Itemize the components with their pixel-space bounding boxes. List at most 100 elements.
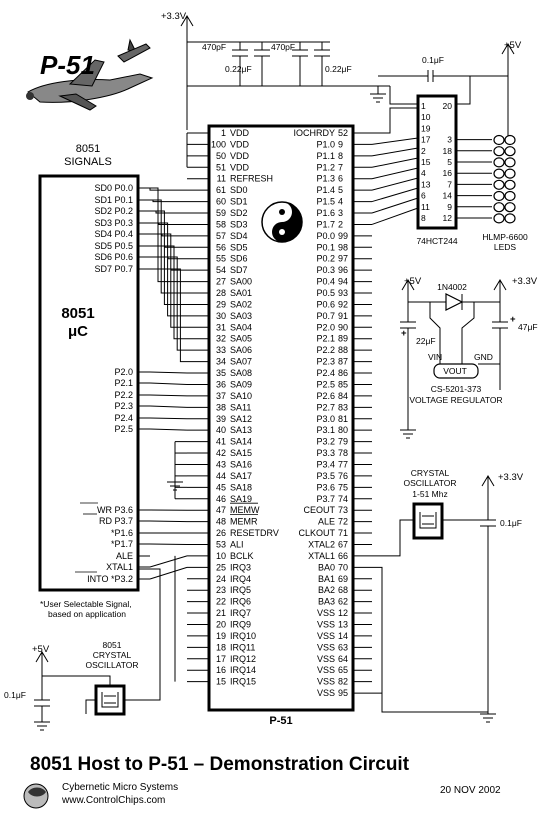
buffer-right-pin: 3 — [447, 135, 452, 145]
rail-5v-left-label: +5V — [32, 644, 50, 655]
mcu-port0-pin: SD3 P0.3 — [94, 218, 133, 228]
p51-left-pin-number: 58 — [216, 219, 226, 229]
buffer-left-pin: 19 — [421, 123, 431, 133]
p51-right-pin-number: 12 — [338, 608, 348, 618]
p51-right-pin-number: 8 — [338, 151, 343, 161]
p51-left-pin-number: 25 — [216, 562, 226, 572]
mcu-port2-pin: P2.3 — [114, 401, 133, 411]
p51-right-pin-name: P2.1 — [316, 334, 335, 344]
led-icon — [493, 213, 505, 224]
p51-right-pin-number: 74 — [338, 494, 348, 504]
p51-left-pin-number: 47 — [216, 505, 226, 515]
p51-right-pin-number: 95 — [338, 688, 348, 698]
p51-right-pin-name: P1.4 — [316, 185, 335, 195]
p51-right-pin-name: BA2 — [318, 585, 335, 595]
p51-left-pin-number: 57 — [216, 231, 226, 241]
p51-right-pin-number: 78 — [338, 448, 348, 458]
p51-right-pin-name: P0.4 — [316, 277, 335, 287]
p51-right-pin-number: 86 — [338, 368, 348, 378]
p51-left-pin-number: 55 — [216, 254, 226, 264]
led-icon — [493, 190, 505, 202]
p51-left-pin-number: 59 — [216, 208, 226, 218]
p51-right-pin-name: VSS — [317, 688, 335, 698]
p51-right-pin-name: P3.1 — [316, 425, 335, 435]
address-high-wire — [149, 417, 188, 420]
vout-label: VOUT — [443, 366, 467, 376]
p51-left-pin-name: MEMR — [230, 517, 258, 527]
p51-left-pin-name: IRQ6 — [230, 597, 251, 607]
p51-right-pin-number: 99 — [338, 231, 348, 241]
p51-right-pin-number: 80 — [338, 425, 348, 435]
top-right-supply: 0.1μF +5V — [378, 40, 522, 138]
xtal-r-line1: CRYSTAL — [411, 468, 450, 478]
led-icon — [504, 134, 516, 146]
p51-right-pin-number: 84 — [338, 391, 348, 401]
address-low-wire — [150, 245, 187, 340]
p51-right-pin-name: P2.4 — [316, 368, 335, 378]
address-high-wire — [149, 382, 188, 385]
p51-right-pin-name: P0.7 — [316, 311, 335, 321]
p51-left-pin-number: 27 — [216, 277, 226, 287]
p51-right-pin-number: 4 — [338, 197, 343, 207]
port1-buffer-wire — [371, 137, 419, 145]
p51-left-pin-name: VDD — [230, 151, 250, 161]
p51-left-pin-number: 22 — [216, 597, 226, 607]
p51-left-pin-number: 18 — [216, 642, 226, 652]
bus-wires — [149, 107, 488, 713]
p51-right-pin-number: 87 — [338, 357, 348, 367]
p51-right-pin-number: 92 — [338, 299, 348, 309]
p51-right-pin-number: 52 — [338, 128, 348, 138]
p51-left-pin-number: 43 — [216, 459, 226, 469]
p51-right-pin-name: BA1 — [318, 574, 335, 584]
p51-left-pin-number: 16 — [216, 665, 226, 675]
crystal-oscillator-right: CRYSTAL OSCILLATOR 1-51 Mhz +3.3V 0.1μF — [399, 468, 524, 723]
p51-left-pin-name: SA19 — [230, 494, 252, 504]
p51-right-pin-name: P3.0 — [316, 414, 335, 424]
p51-right-pin-number: 64 — [338, 654, 348, 664]
p51-right-pin-number: 68 — [338, 585, 348, 595]
buffer-left-pin: 1 — [421, 101, 426, 111]
p51-left-pin-name: SA12 — [230, 414, 252, 424]
address-low-wire — [150, 187, 187, 283]
port1-buffer-wire — [371, 147, 419, 157]
p51-right-pin-number: 73 — [338, 505, 348, 515]
p51-right-pin-number: 89 — [338, 334, 348, 344]
p51-right-pin-number: 81 — [338, 414, 348, 424]
led-icon — [493, 146, 505, 157]
port1-buffer-wire — [371, 187, 419, 203]
p51-left-pin-number: 53 — [216, 539, 226, 549]
p51-name: P-51 — [269, 715, 292, 727]
buffer-right-pin: 16 — [443, 168, 453, 178]
p51-right-pin-number: 66 — [338, 551, 348, 561]
p51-left-pin-name: VDD — [230, 139, 250, 149]
p51-left-pin-number: 35 — [216, 368, 226, 378]
p51-left-pin-name: SA08 — [230, 368, 252, 378]
p51-right-pin-number: 77 — [338, 459, 348, 469]
cap-bank-top: 470pF 0.22μF 470pF 0.22μF — [187, 41, 390, 103]
mcu-port0-pin: SD0 P0.0 — [94, 183, 133, 193]
p51-right-pin-name: CLKOUT — [298, 528, 335, 538]
p51-right-pin-number: 76 — [338, 471, 348, 481]
p51-right-pin-number: 79 — [338, 437, 348, 447]
p51-left-pin-name: SD6 — [230, 254, 248, 264]
p51-left-pin-number: 50 — [216, 151, 226, 161]
buffer-left-pin: 17 — [421, 135, 431, 145]
p51-right-pin-name: P0.6 — [316, 299, 335, 309]
p51-right-pin-number: 6 — [338, 174, 343, 184]
port1-buffer-wire — [371, 177, 419, 191]
p51-right-pin-number: 14 — [338, 631, 348, 641]
p51-right-pin-number: 62 — [338, 597, 348, 607]
p51-left-pin-number: 36 — [216, 379, 226, 389]
iochrdy-wire — [372, 107, 418, 134]
p51-right-pin-number: 63 — [338, 642, 348, 652]
p51-right-pin-name: P1.6 — [316, 208, 335, 218]
p51-left-pin-number: 28 — [216, 288, 226, 298]
p51-right-pin-name: VSS — [317, 608, 335, 618]
led-icon — [504, 146, 516, 157]
p51-right-pin-name: XTAL2 — [308, 539, 335, 549]
ground-symbol-reg — [400, 429, 416, 439]
p51-left-pin-name: REFRESH — [230, 174, 273, 184]
p51-right-pin-name: P3.2 — [316, 437, 335, 447]
led-icon — [504, 157, 516, 168]
p51-left-pin-number: 33 — [216, 345, 226, 355]
